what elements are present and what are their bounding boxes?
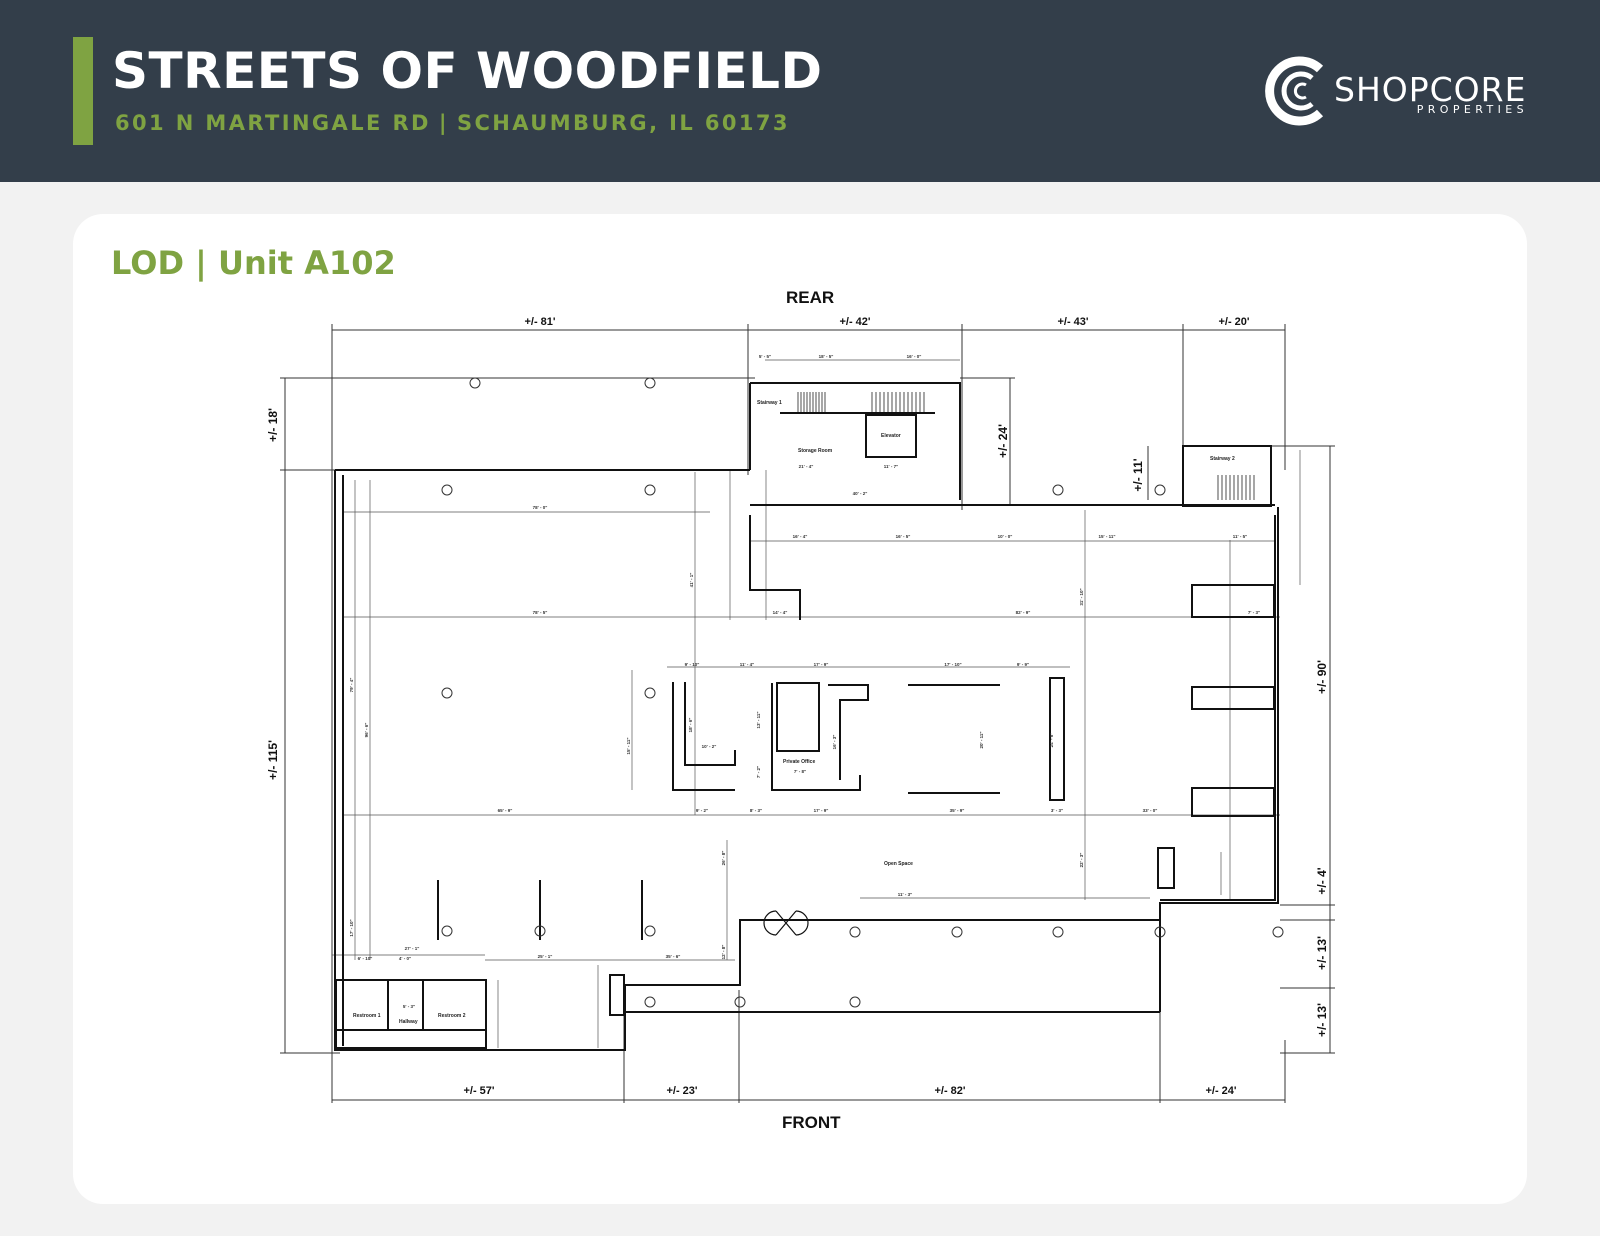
dim-label: 82' - 9": [1016, 610, 1031, 615]
left-dim-1: +/- 18': [266, 408, 280, 442]
accent-bar: [73, 37, 93, 145]
floor-plan-drawing: +/- 81' +/- 42' +/- 43' +/- 20' +/- 57' …: [266, 316, 1335, 1103]
dimension-lines: [280, 324, 1335, 1103]
floor-plan: +/- 81' +/- 42' +/- 43' +/- 20' +/- 57' …: [250, 300, 1360, 1130]
dim-label: 16' - 5": [896, 534, 911, 539]
room-open-space: Open Space: [884, 861, 913, 867]
dim-label: 10' - 2": [702, 744, 717, 749]
dim-label: 20' - 11": [979, 732, 984, 749]
dim-label: 4' - 0": [399, 956, 411, 961]
front-label: FRONT: [782, 1113, 841, 1132]
header-banner: STREETS OF WOODFIELD 601 N MARTINGALE RD…: [0, 0, 1600, 182]
dim-label: 27' - 1": [405, 946, 420, 951]
dim-label: 35' - 6": [666, 954, 681, 959]
dim-label: 17' - 10": [944, 662, 961, 667]
stairs: [797, 392, 1255, 500]
right-dim-2: +/- 11': [1131, 458, 1145, 491]
dim-label: 11' - 7": [884, 464, 898, 469]
dim-label: 7' - 2": [756, 766, 761, 778]
logo-subtitle: PROPERTIES: [1416, 103, 1528, 116]
dim-label: 33' - 0": [1143, 808, 1158, 813]
dim-label: 17' - 10": [349, 919, 354, 936]
top-dim-4: +/- 20': [1218, 316, 1249, 328]
dim-label: 22' - 3": [1079, 853, 1084, 868]
right-dim-4: +/- 4': [1315, 867, 1329, 894]
dim-label: 16' - 0": [907, 354, 922, 359]
shopcore-c-icon: [1265, 56, 1324, 126]
dim-label: 17' - 9": [814, 662, 829, 667]
dim-label: 24' - 6": [1049, 733, 1054, 748]
top-dim-3: +/- 43': [1057, 316, 1088, 328]
dim-label: 7' - 8": [794, 769, 806, 774]
room-hallway: Hallway: [399, 1019, 418, 1025]
walls: [334, 382, 1279, 1051]
dim-label: 21' - 4": [799, 464, 814, 469]
dim-label: 15' - 11": [626, 738, 631, 755]
columns: [441, 377, 1284, 1008]
right-dim-3: +/- 90': [1315, 660, 1329, 694]
dim-label: 96' - 6": [364, 723, 369, 738]
dim-label: 5' - 5": [759, 354, 771, 359]
right-dim-5: +/- 13': [1315, 936, 1329, 970]
dim-label: 6' - 10": [358, 956, 373, 961]
dim-label: 78' - 5": [533, 610, 548, 615]
bottom-dim-3: +/- 82': [934, 1085, 965, 1097]
dim-label: 31' - 10": [1079, 588, 1084, 605]
dim-label: 79' - 4": [349, 678, 354, 693]
bottom-dim-4: +/- 24': [1205, 1085, 1236, 1097]
top-dim-1: +/- 81': [524, 316, 555, 328]
dim-label: 8' - 3": [750, 808, 762, 813]
dim-label: 12' - 8": [721, 945, 726, 960]
dim-label: 15' - 11": [1099, 534, 1116, 539]
bottom-dim-2: +/- 23': [666, 1085, 697, 1097]
left-dim-2: +/- 115': [266, 740, 280, 780]
section-title: LOD | Unit A102: [111, 244, 396, 282]
address-separator: |: [438, 111, 449, 135]
dim-label: 65' - 9": [498, 808, 513, 813]
dim-label: 11' - 4": [740, 662, 754, 667]
right-dim-1: +/- 24': [996, 424, 1010, 458]
dim-label: 13' - 11": [756, 712, 761, 729]
top-dim-2: +/- 42': [839, 316, 870, 328]
logo-name: SHOPCORE: [1334, 70, 1527, 109]
dim-label: 9' - 2": [696, 808, 708, 813]
dim-label: 14' - 4": [773, 610, 788, 615]
dim-label: 9' - 9": [1017, 662, 1029, 667]
dim-label: 35' - 9": [950, 808, 965, 813]
dim-label: 16' - 4": [793, 534, 808, 539]
dim-label: 78' - 0": [533, 505, 548, 510]
address-city: SCHAUMBURG, IL 60173: [456, 111, 790, 135]
dim-label: 18' - 5": [819, 354, 834, 359]
dim-label: 16' - 3": [832, 735, 837, 750]
property-address: 601 N MARTINGALE RD | SCHAUMBURG, IL 60173: [115, 111, 790, 135]
room-stairway-2: Stairway 2: [1210, 456, 1235, 462]
room-restroom-1: Restroom 1: [353, 1013, 381, 1019]
dim-label: 41' - 1": [689, 573, 694, 588]
dim-label: 7' - 3": [1248, 610, 1260, 615]
dim-label: 11' - 3": [898, 892, 912, 897]
shopcore-logo: SHOPCORE PROPERTIES: [1262, 54, 1534, 128]
room-private-office: Private Office: [783, 759, 815, 765]
dim-label: 3' - 3": [1051, 808, 1063, 813]
dim-label: 40' - 2": [853, 491, 868, 496]
dim-label: 17' - 9": [814, 808, 829, 813]
address-street: 601 N MARTINGALE RD: [115, 111, 431, 135]
inner-dimension-lines: [332, 359, 1301, 1048]
room-stairway-1: Stairway 1: [757, 400, 782, 406]
room-storage: Storage Room: [798, 448, 833, 454]
right-dim-6: +/- 13': [1315, 1003, 1329, 1037]
dim-label: 26' - 8": [721, 851, 726, 866]
rear-label: REAR: [786, 288, 835, 307]
room-elevator: Elevator: [881, 433, 901, 439]
dim-label: 5' - 3": [403, 1004, 415, 1009]
entry-doors: [763, 910, 809, 936]
bottom-dim-1: +/- 57': [463, 1085, 494, 1097]
dim-label: 9' - 10": [685, 662, 700, 667]
dim-label: 18' - 6": [688, 718, 693, 733]
dim-label: 10' - 0": [998, 534, 1013, 539]
dim-label: 25' - 1": [538, 954, 553, 959]
dim-label: 11' - 5": [1233, 534, 1247, 539]
room-restroom-2: Restroom 2: [438, 1013, 466, 1019]
property-title: STREETS OF WOODFIELD: [112, 42, 823, 100]
